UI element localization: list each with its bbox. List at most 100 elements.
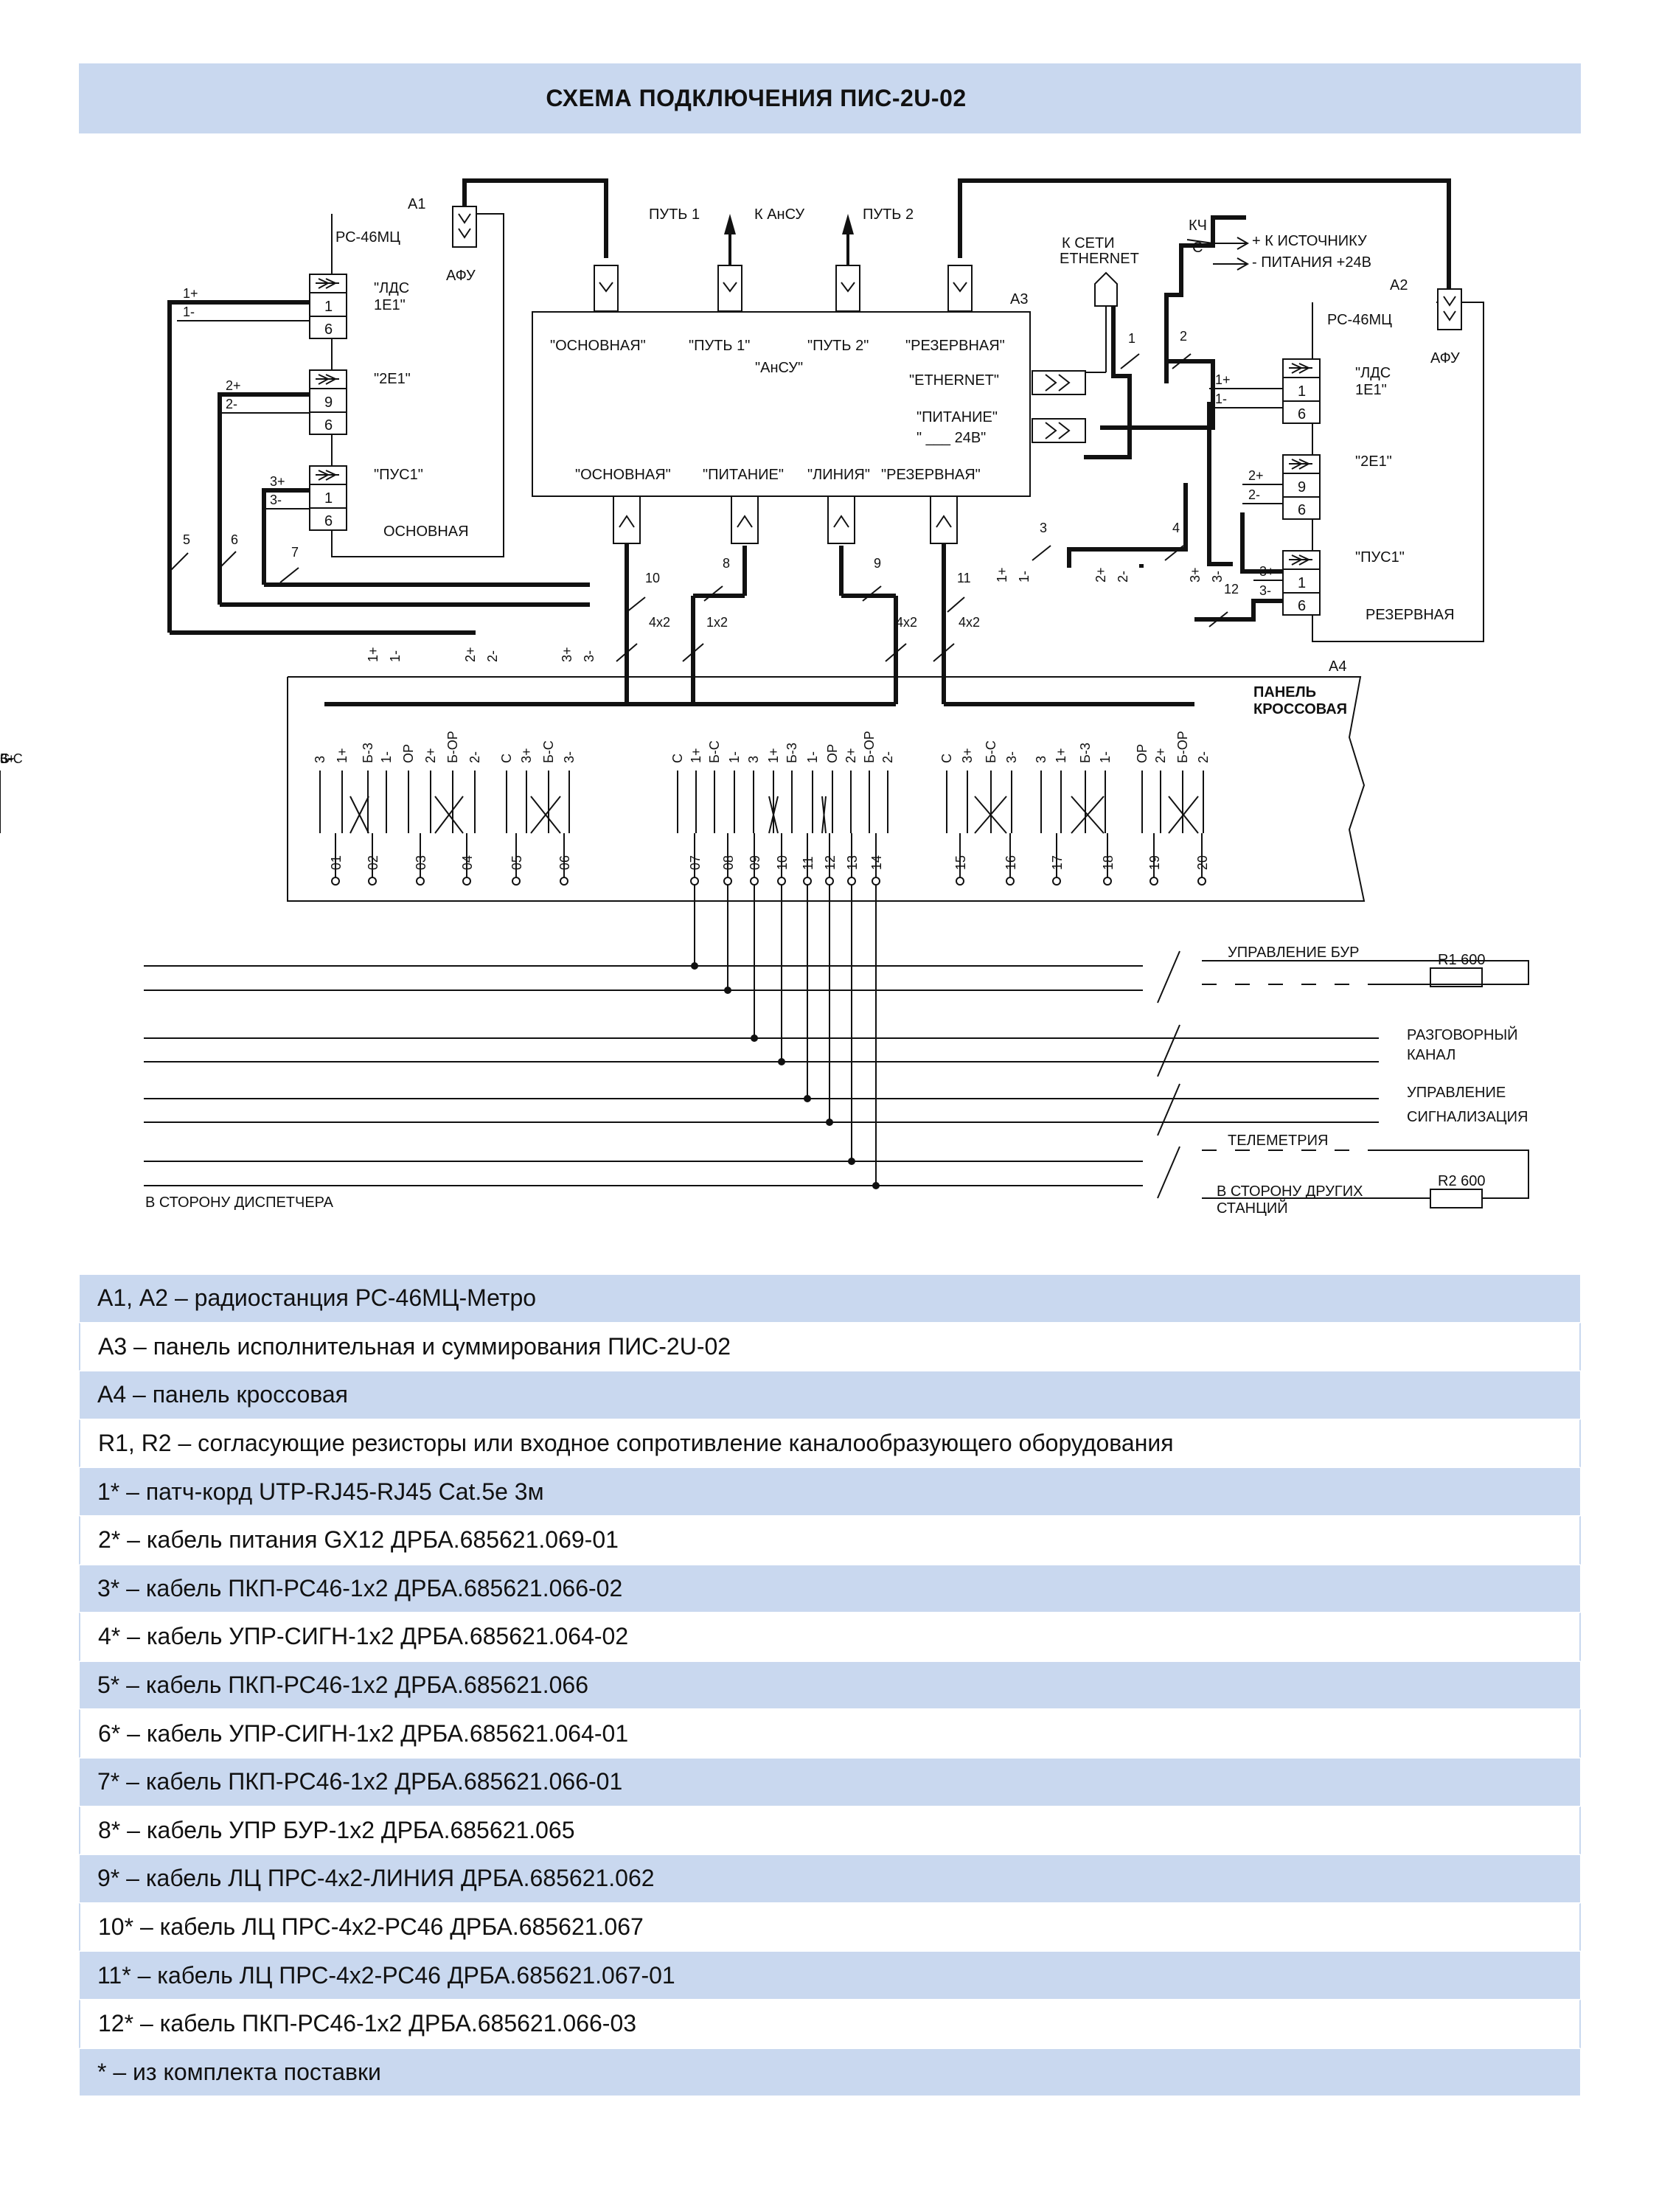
a1-afu-connector (452, 206, 477, 248)
cable-slash-12 (1208, 611, 1228, 627)
a3-ansu-label: "АнСУ" (755, 360, 803, 376)
cable-number-4: 4 (1172, 521, 1180, 535)
legend-row: 1* – патч-корд UTP-RJ45-RJ45 Cat.5e 3м (79, 1467, 1581, 1516)
a3-port-main-conn (594, 265, 619, 312)
power-minus-arrow (1213, 257, 1250, 271)
a3-tag: A3 (1010, 291, 1028, 307)
a3-port-reserve: "РЕЗЕРВНАЯ" (905, 338, 1005, 354)
a1-radio-label: РС-46МЦ (335, 229, 400, 246)
a4-terminal-9 (750, 877, 759, 886)
a2-afu-label: АФУ (1430, 350, 1460, 366)
a4-pair-label-18: 1+ (766, 748, 781, 763)
path2-arrow-head (842, 214, 854, 234)
cable-number-12: 12 (1224, 582, 1239, 597)
a2-wire-label-4: 2- (1248, 487, 1260, 502)
cable-number-2: 2 (1180, 329, 1187, 344)
a4-pair-label-23: Б-ОР (862, 731, 877, 763)
bundle-label-2: 1х2 (706, 615, 728, 630)
a2-wire-label-2: 1- (1215, 392, 1227, 406)
cable-slash-2 (1172, 353, 1192, 369)
a4-top-label-9: 2+ (1093, 567, 1108, 582)
legend-row: 10* – кабель ЛЦ ПРС-4х2-РС46 ДРБА.685621… (79, 1902, 1581, 1952)
bus-junction-1 (691, 962, 698, 970)
a4-pair-label-38: 3+ (0, 751, 15, 766)
a1-block-2-pin-box-a (309, 388, 347, 413)
bundle-slash-4 (933, 643, 955, 662)
a4-terminal-14 (872, 877, 880, 886)
bundle-slash-2 (682, 643, 704, 662)
resistor-r2 (1430, 1189, 1483, 1208)
a3-bport-power-conn-icon (737, 515, 753, 528)
a1-block-2-connector-icon (316, 374, 339, 385)
bus-junction-4 (778, 1058, 785, 1065)
cable-slash-9 (862, 585, 882, 602)
a1-block-1-connector-icon (316, 278, 339, 289)
a4-terminal-20 (1197, 877, 1206, 886)
a4-cross-b-1 (349, 796, 369, 834)
a4-pair-label-8: 2- (467, 751, 482, 763)
a1-block-2-pin-a: 9 (324, 394, 333, 411)
a4-pair-label-1: 3 (313, 756, 327, 763)
bundle-label-1: 4х2 (649, 615, 670, 630)
ethernet-plug-icon (1094, 271, 1118, 307)
a2-wire-label-5: 3+ (1259, 564, 1275, 579)
legend-row: 9* – кабель ЛЦ ПРС-4х2-ЛИНИЯ ДРБА.685621… (79, 1854, 1581, 1903)
path1-arrow-head (724, 214, 736, 234)
a1-ldc-label: "ЛДС (374, 280, 409, 296)
a4-pair-label-4: 1- (379, 751, 394, 763)
dispatcher-label: В СТОРОНУ ДИСПЕТЧЕРА (145, 1194, 334, 1211)
bundle-slash-1 (616, 643, 638, 662)
a4-pair-label-33: ОР (1135, 744, 1149, 763)
bundle-label-4: 4х2 (959, 615, 980, 630)
a2-block-3-pin-a: 1 (1298, 575, 1306, 591)
a2-radio-label: РС-46МЦ (1327, 312, 1392, 328)
a4-terminal-8 (723, 877, 732, 886)
source-label-2: - ПИТАНИЯ +24В (1252, 254, 1371, 271)
a3-port-main-conn-icon (599, 282, 613, 293)
a4-pair-label-25: С (939, 754, 954, 763)
a3-port-main: "ОСНОВНАЯ" (550, 338, 646, 354)
cable-number-11: 11 (957, 571, 971, 585)
bur-label: УПРАВЛЕНИЕ БУР (1228, 945, 1359, 961)
legend-row: 7* – кабель ПКП-РС46-1х2 ДРБА.685621.066… (79, 1757, 1581, 1806)
a4-terminal-12 (825, 877, 834, 886)
a2-block-3-pin-box-b (1282, 592, 1321, 616)
a4-pair-label-24: 2- (880, 751, 895, 763)
a2-mode-label: РЕЗЕРВНАЯ (1366, 607, 1455, 623)
a3-port-path1-conn (717, 265, 742, 312)
a1-block-1-pin-box-b (309, 316, 347, 339)
a1-tag: A1 (408, 196, 425, 212)
a1-block-3-pin-a: 1 (324, 490, 333, 507)
a4-cross-b-3 (530, 796, 561, 834)
a4-pair-label-28: 3- (1004, 751, 1019, 763)
a4-pair-label-9: С (499, 754, 514, 763)
cable-slash-5 (169, 552, 189, 572)
legend-row: 8* – кабель УПР БУР-1х2 ДРБА.685621.065 (79, 1806, 1581, 1855)
a1-wire-label-3: 2+ (226, 378, 241, 393)
a4-pair-label-37: С (0, 751, 10, 766)
talk-label-1: РАЗГОВОРНЫЙ (1407, 1026, 1518, 1043)
a1-wire-label-6: 3- (270, 493, 282, 507)
a4-label-2: КРОССОВАЯ (1253, 701, 1347, 717)
legend-row: 5* – кабель ПКП-РС46-1х2 ДРБА.685621.066 (79, 1660, 1581, 1710)
a1-wire-label-1: 1+ (183, 286, 198, 301)
a4-top-label-8: 1- (1017, 571, 1032, 582)
a1-block-1-pin-a: 1 (324, 299, 333, 315)
a3-port-path2-conn-icon (841, 282, 855, 293)
a3-bport-power-conn (731, 495, 759, 544)
a1-block-3-pin-box-b (309, 507, 347, 531)
a3-port-path1: "ПУТЬ 1" (689, 338, 750, 354)
a2-ldc-label-2: 1Е1" (1355, 382, 1387, 398)
a1-afu-connector-icon (458, 213, 471, 239)
a4-terminal-10 (777, 877, 786, 886)
a2-block-1-connector-icon (1289, 363, 1312, 374)
a2-radio-outline (1312, 302, 1484, 642)
a1-block-3-connector-icon (316, 470, 339, 481)
a1-radio-outline (331, 213, 504, 557)
a4-terminal-5 (512, 877, 521, 886)
a2-ldc-label: "ЛДС (1355, 365, 1391, 381)
legend-row: А3 – панель исполнительная и суммировани… (79, 1322, 1581, 1371)
a1-block-2-pin-b: 6 (324, 417, 333, 434)
